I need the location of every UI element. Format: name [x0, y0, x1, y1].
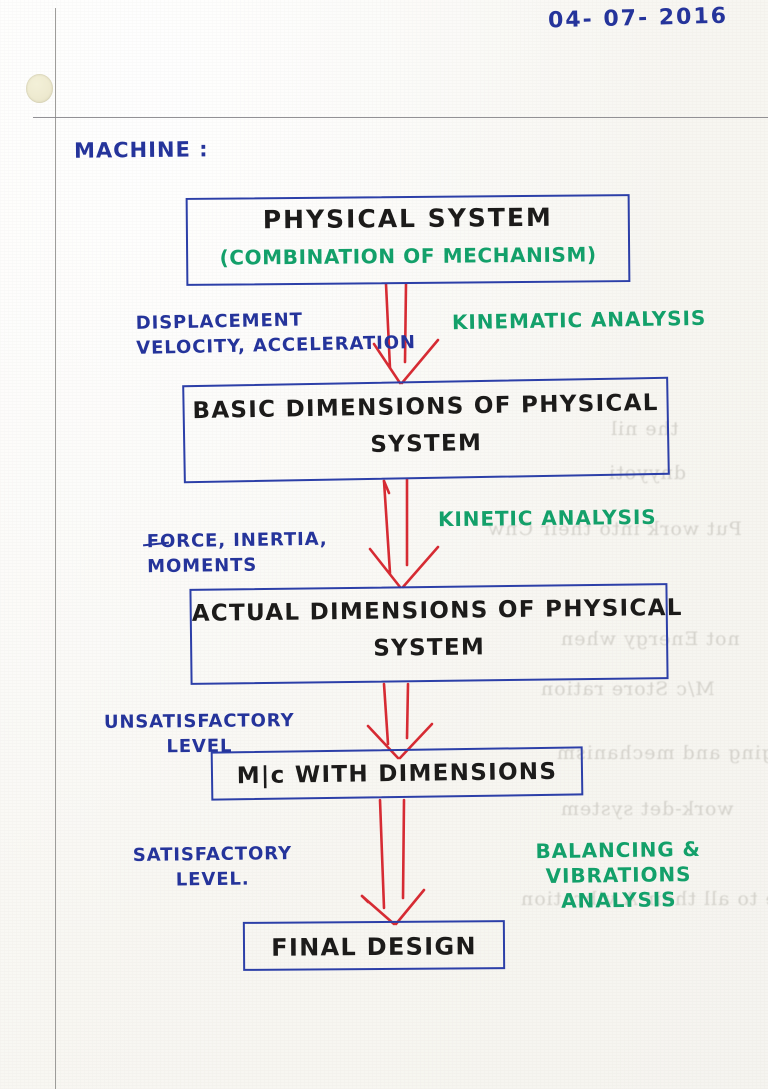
node-final-design: FINAL DESIGN: [242, 920, 506, 971]
node-actual-dimensions-line1: ACTUAL DIMENSIONS OF PHYSICAL: [191, 594, 683, 627]
edge-label-kinematic-analysis: KINEMATIC ANALYSIS: [451, 305, 707, 335]
date-text: 04- 07- 2016: [547, 3, 729, 34]
node-physical-system-line2: (COMBINATION OF MECHANISM): [219, 242, 597, 270]
bleed-through-text: ging and mechanism: [556, 742, 768, 764]
margin-rule-vertical: [55, 8, 56, 1089]
node-machine-with-dimensions-line1: M|c WITH DIMENSIONS: [236, 758, 558, 790]
node-basic-dimensions-line1: BASIC DIMENSIONS OF PHYSICAL: [192, 389, 659, 425]
node-basic-dimensions-line2: SYSTEM: [370, 430, 483, 458]
edge-label-kinematic-inputs: DISPLACEMENT VELOCITY, ACCELERATION: [135, 309, 417, 359]
bleed-through-text: M/c Store ration: [540, 678, 715, 700]
node-actual-dimensions-line2: SYSTEM: [373, 634, 486, 662]
edge-label-unsatisfactory-level: UNSATISFACTORY LEVEL: [103, 710, 295, 758]
node-basic-dimensions: BASIC DIMENSIONS OF PHYSICAL SYSTEM: [182, 376, 670, 484]
edge-label-kinetic-analysis: KINETIC ANALYSIS: [437, 504, 657, 532]
edge-label-kinetic-inputs: FORCE, INERTIA, MOMENTS: [146, 528, 328, 578]
arrow-basic-to-actual: [368, 477, 464, 589]
header-rule-horizontal: [33, 117, 768, 118]
node-physical-system-line1: PHYSICAL SYSTEM: [262, 202, 553, 235]
bleed-through-text: work-det system: [560, 798, 734, 820]
page-title: MACHINE :: [73, 137, 209, 163]
punch-hole: [26, 74, 53, 103]
node-physical-system: PHYSICAL SYSTEM (COMBINATION OF MECHANIS…: [185, 194, 631, 286]
node-final-design-line1: FINAL DESIGN: [271, 932, 477, 962]
edge-label-satisfactory-level: SATISFACTORY LEVEL.: [132, 843, 293, 891]
node-actual-dimensions: ACTUAL DIMENSIONS OF PHYSICAL SYSTEM: [189, 583, 683, 685]
arrow-machine-to-final: [358, 798, 454, 926]
edge-label-balancing-vibrations-analysis: BALANCING & VIBRATIONS ANALYSIS: [535, 836, 701, 913]
